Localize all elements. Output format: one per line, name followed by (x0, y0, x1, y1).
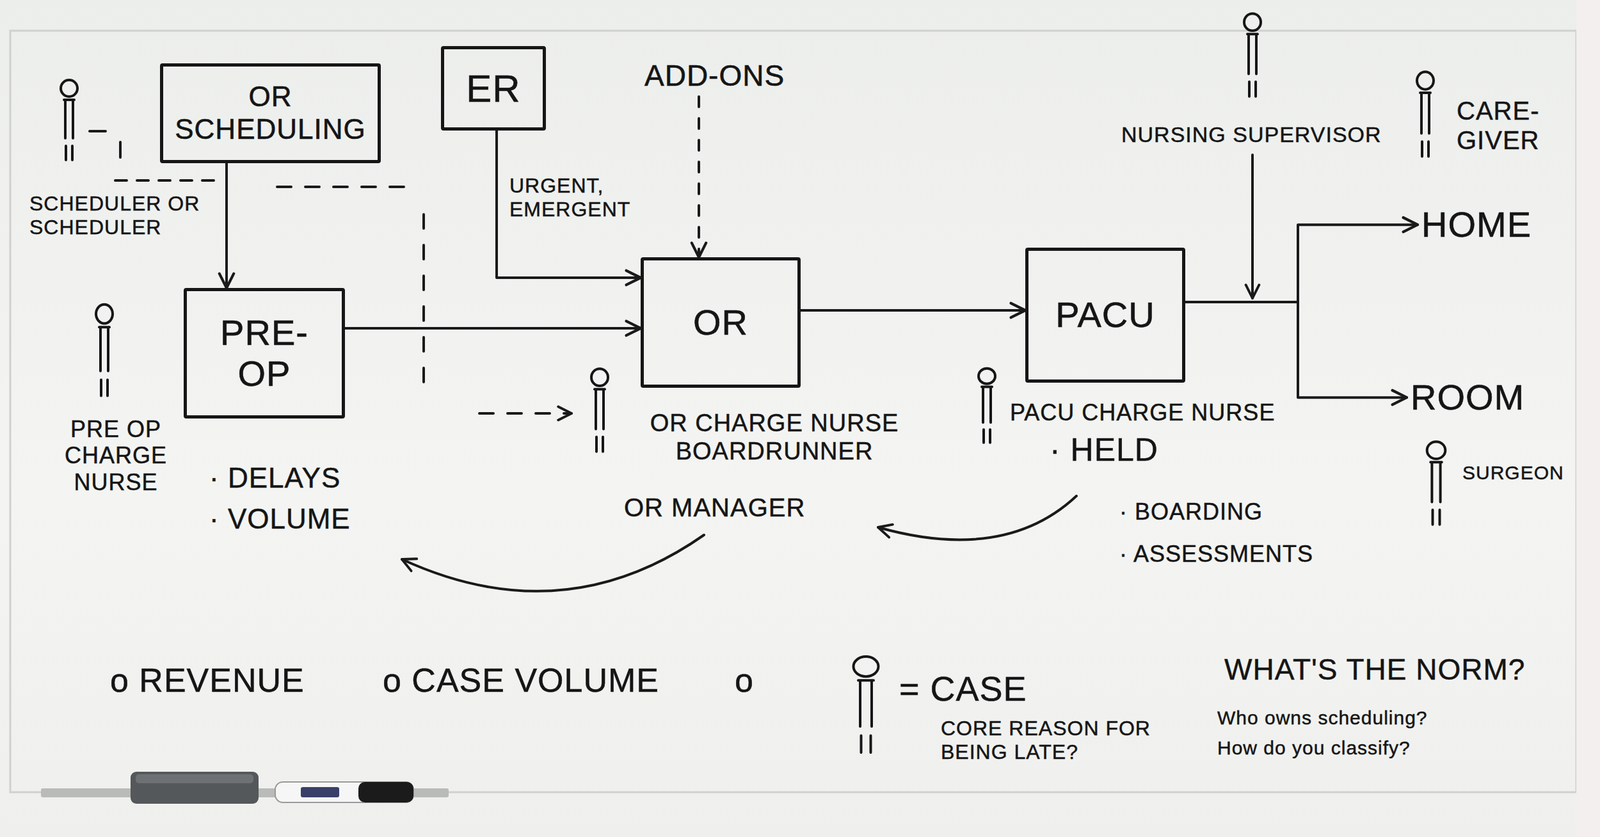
node-label: ER (465, 66, 521, 111)
feedback-arrow (401, 535, 704, 592)
connector-arrow (225, 163, 228, 288)
label-text: · VOLUME (209, 503, 351, 536)
node-label: HOME (1421, 204, 1532, 246)
label-text: o REVENUE (110, 661, 305, 701)
node-label: PACU (1055, 294, 1155, 336)
edge-label: URGENT, EMERGENT (509, 174, 657, 222)
person-figure (60, 80, 78, 160)
source-text: ADD-ONS (640, 55, 789, 97)
label-text: SURGEON (1462, 462, 1565, 485)
label-text: OR MANAGER (624, 492, 806, 523)
dashed-links (89, 131, 1253, 592)
label-text: Who owns scheduling? (1217, 707, 1428, 730)
scheduler-marks (89, 131, 121, 158)
node-label: ADD-ONS (644, 58, 785, 93)
legend-text: = CASE (899, 668, 1028, 709)
destination-text: HOME (1417, 200, 1536, 249)
process-box: PRE- OP (183, 288, 345, 419)
person-figure (591, 368, 608, 452)
person-figure (978, 368, 996, 443)
destination-text: ROOM (1406, 373, 1529, 422)
label-text: How do you classify? (1217, 737, 1411, 760)
label-text: WHAT'S THE NORM? (1224, 652, 1526, 687)
board-tray (40, 771, 449, 804)
process-box: OR (640, 257, 801, 388)
connector-arrow (1185, 302, 1407, 398)
dashed-arrow (479, 412, 572, 415)
label-text: SCHEDULER OR SCHEDULER (29, 192, 222, 240)
label-text: · DELAYS (209, 462, 341, 495)
dashed-line (422, 214, 425, 392)
wall (1576, 0, 1600, 837)
person-figure (1427, 441, 1446, 525)
label-text: · HELD (1049, 432, 1159, 470)
label-text: PACU CHARGE NURSE (1009, 399, 1275, 426)
node-label: OR SCHEDULING (172, 80, 369, 146)
label-text: · ASSESSMENTS (1119, 540, 1314, 568)
connector-arrow (800, 309, 1026, 312)
legend-person-figure (853, 656, 879, 753)
connector-arrow (344, 327, 641, 330)
node-label: PRE- OP (209, 312, 319, 395)
label-text: OR CHARGE NURSE BOARDRUNNER (630, 409, 919, 466)
connector-arrow (697, 96, 701, 258)
supervisor-arrow (1251, 154, 1254, 299)
dashed-line (277, 185, 410, 189)
person-figure (1416, 71, 1434, 157)
label-text: NURSING SUPERVISOR (1121, 122, 1382, 148)
dashed-line (115, 179, 218, 182)
label-text: PRE OP CHARGE NURSE (61, 416, 171, 496)
label-text: · BOARDING (1119, 498, 1263, 525)
node-label: ROOM (1410, 376, 1525, 418)
process-box: OR SCHEDULING (160, 63, 381, 164)
board-edge (10, 30, 1577, 793)
person-figure (96, 304, 113, 397)
feedback-arrow (878, 496, 1077, 540)
label-text: CORE REASON FOR BEING LATE? (940, 716, 1191, 765)
person-figure (1244, 13, 1261, 96)
process-box: ER (440, 46, 546, 131)
connector-arrow (1185, 224, 1418, 303)
node-label: OR (693, 302, 749, 344)
label-text: o (734, 661, 754, 701)
process-box: PACU (1025, 247, 1186, 383)
label-text: CARE- GIVER (1456, 96, 1553, 155)
label-text: o CASE VOLUME (382, 661, 660, 701)
